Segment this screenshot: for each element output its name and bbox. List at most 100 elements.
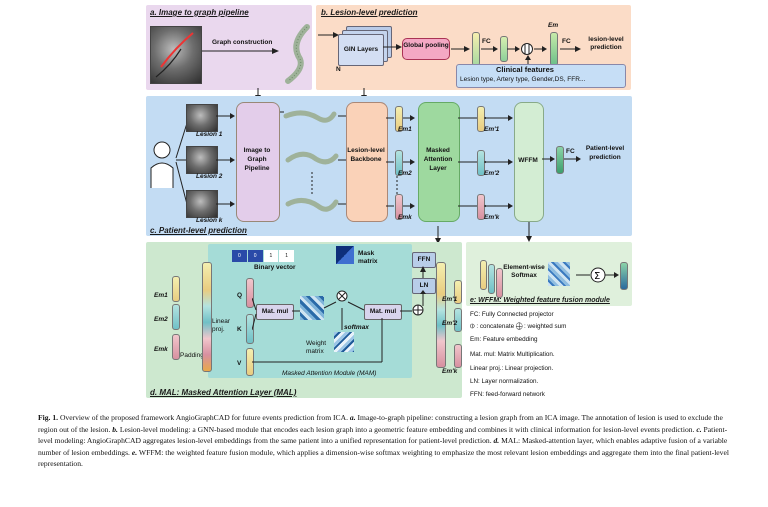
em1-embedding xyxy=(395,106,403,132)
figure-caption: Fig. 1. Overview of the proposed framewo… xyxy=(38,412,738,470)
arrow-right-icon xyxy=(534,46,547,52)
clinical-features-title: Clinical features xyxy=(496,65,554,74)
patient-icon xyxy=(150,141,174,188)
binary-vector-label: Binary vector xyxy=(254,264,296,271)
em-embedding xyxy=(550,32,558,66)
em1p-embedding xyxy=(477,106,485,132)
arrow-down-icon xyxy=(526,222,532,242)
backbone-label: Lesion-level Backbone xyxy=(347,147,385,163)
residual-add-icon xyxy=(412,304,424,316)
binary-vector: 0 0 1 1 xyxy=(232,250,294,262)
arrow-down-icon xyxy=(435,226,441,244)
em-label: Em xyxy=(548,22,559,29)
lesion-k-image xyxy=(186,190,218,218)
clinical-features-list: Lesion type, Artery type, Gender,DS, FFR… xyxy=(460,76,586,83)
legend-line: Linear proj.: Linear projection. xyxy=(470,365,554,372)
caption-text: Overview of the proposed framework Angio… xyxy=(58,413,350,422)
d-em2-label: Em2 xyxy=(154,316,168,323)
d-em1p-embedding xyxy=(454,280,462,304)
legend-line: Mat. mul: Matrix Multiplication. xyxy=(470,351,555,358)
graph-construction-label: Graph construction xyxy=(212,39,273,46)
d-em1-label: Em1 xyxy=(154,292,168,299)
v-label: V xyxy=(237,360,242,367)
gin-layers-box: GIN Layers xyxy=(338,34,384,66)
em2p-label: Em'2 xyxy=(484,170,500,177)
patient-fc-label: FC xyxy=(566,148,575,155)
arrow-right-icon xyxy=(542,156,555,162)
lesion-annotation-icon xyxy=(155,32,194,78)
d-emk-embedding xyxy=(172,334,180,360)
mam-flow-lines xyxy=(252,297,412,363)
d-em2p-embedding xyxy=(454,308,462,332)
lesion-graph-icon xyxy=(285,24,310,84)
em2-label: Em2 xyxy=(398,170,412,177)
binary-one-cell: 1 xyxy=(279,250,294,262)
backbone-box xyxy=(346,102,388,222)
e-softmax-label: Element-wise Softmax xyxy=(503,264,545,279)
em1-label: Em1 xyxy=(398,126,412,133)
pooled-embedding xyxy=(472,32,480,66)
arrow-right-icon xyxy=(202,48,279,54)
caption-part-label: c. xyxy=(696,424,702,434)
e-weight-heatmap xyxy=(548,262,570,286)
d-em2-embedding xyxy=(172,304,180,330)
mask-matrix-icon xyxy=(336,246,354,264)
emk-embedding xyxy=(395,194,403,220)
mal-label: Masked Attention Layer xyxy=(423,147,453,172)
panel-d-title: d. MAL: Masked Attention Layer (MAL) xyxy=(150,388,297,397)
emk-label: Emk xyxy=(398,214,412,221)
wffm-label: WFFM xyxy=(518,157,538,164)
d-em1-embedding xyxy=(172,276,180,302)
mask-matrix-label: Mask matrix xyxy=(358,250,378,265)
em2-embedding xyxy=(395,150,403,176)
panel-c xyxy=(146,96,632,236)
e-input-stack xyxy=(488,264,495,294)
image-to-graph-label: Image to Graph Pipeline xyxy=(243,147,271,172)
panel-a-title: a. Image to graph pipeline xyxy=(150,8,249,17)
global-pooling-label: Global pooling xyxy=(403,42,449,49)
fc1-label: FC xyxy=(482,38,491,45)
caption-text: MAL: Masked-attention layer, which enabl… xyxy=(38,436,728,457)
legend-line: Em: Feature embedding xyxy=(470,336,538,343)
caption-part-label: b. xyxy=(112,424,118,434)
weighted-sum-icon: Σ xyxy=(576,267,619,283)
mask-multiply-icon xyxy=(336,290,348,302)
concatenate-icon xyxy=(521,43,533,55)
panel-b-title: b. Lesion-level prediction xyxy=(321,8,418,17)
lesion-1-image xyxy=(186,104,218,132)
lesion-k-label: Lesion k xyxy=(196,217,223,224)
arrow-right-icon xyxy=(318,32,339,38)
caption-part-label: e. xyxy=(131,447,138,457)
d-output-stack xyxy=(436,262,446,368)
matmul-1-label: Mat. mul xyxy=(261,308,289,315)
d-em1p-label: Em'1 xyxy=(442,296,458,303)
lesion-2-image xyxy=(186,146,218,174)
d-emkp-label: Em'k xyxy=(442,368,458,375)
em1p-label: Em'1 xyxy=(484,126,500,133)
n-label: N xyxy=(336,66,341,73)
weight-matrix-icon xyxy=(334,332,354,352)
lesion-level-prediction-label: lesion-level prediction xyxy=(588,36,624,51)
wffm-in-arrows xyxy=(484,115,513,209)
fc2-label: FC xyxy=(562,38,571,45)
arrow-right-icon xyxy=(560,46,581,52)
e-output-embedding xyxy=(620,262,628,290)
mam-label: Masked Attention Module (MAM) xyxy=(282,370,377,377)
backbone-out-arrows xyxy=(386,115,415,209)
lesion-graphs-icon xyxy=(280,110,346,212)
binary-zero-cell: 0 xyxy=(247,250,263,262)
q-label: Q xyxy=(237,292,243,299)
lesion-to-pipeline-arrows xyxy=(216,113,235,207)
matmul-1-box: Mat. mul xyxy=(256,304,294,320)
legend-line: ⦶ : concatenate ⨁ : weighted sum xyxy=(470,323,567,330)
k-label: K xyxy=(237,326,242,333)
weight-matrix-label: Weight matrix xyxy=(306,340,327,355)
matmul-2-label: Mat. mul xyxy=(369,308,397,315)
gin-layers-label: GIN Layers xyxy=(343,46,379,53)
caption-fig-label: Fig. 1. xyxy=(38,413,59,422)
d-em2p-label: Em'2 xyxy=(442,320,458,327)
stacked-embeddings xyxy=(202,262,212,372)
caption-text: Lesion-level modeling: a GNN-based modul… xyxy=(117,424,697,434)
clinical-features-box xyxy=(456,64,626,88)
emkp-embedding xyxy=(477,194,485,220)
